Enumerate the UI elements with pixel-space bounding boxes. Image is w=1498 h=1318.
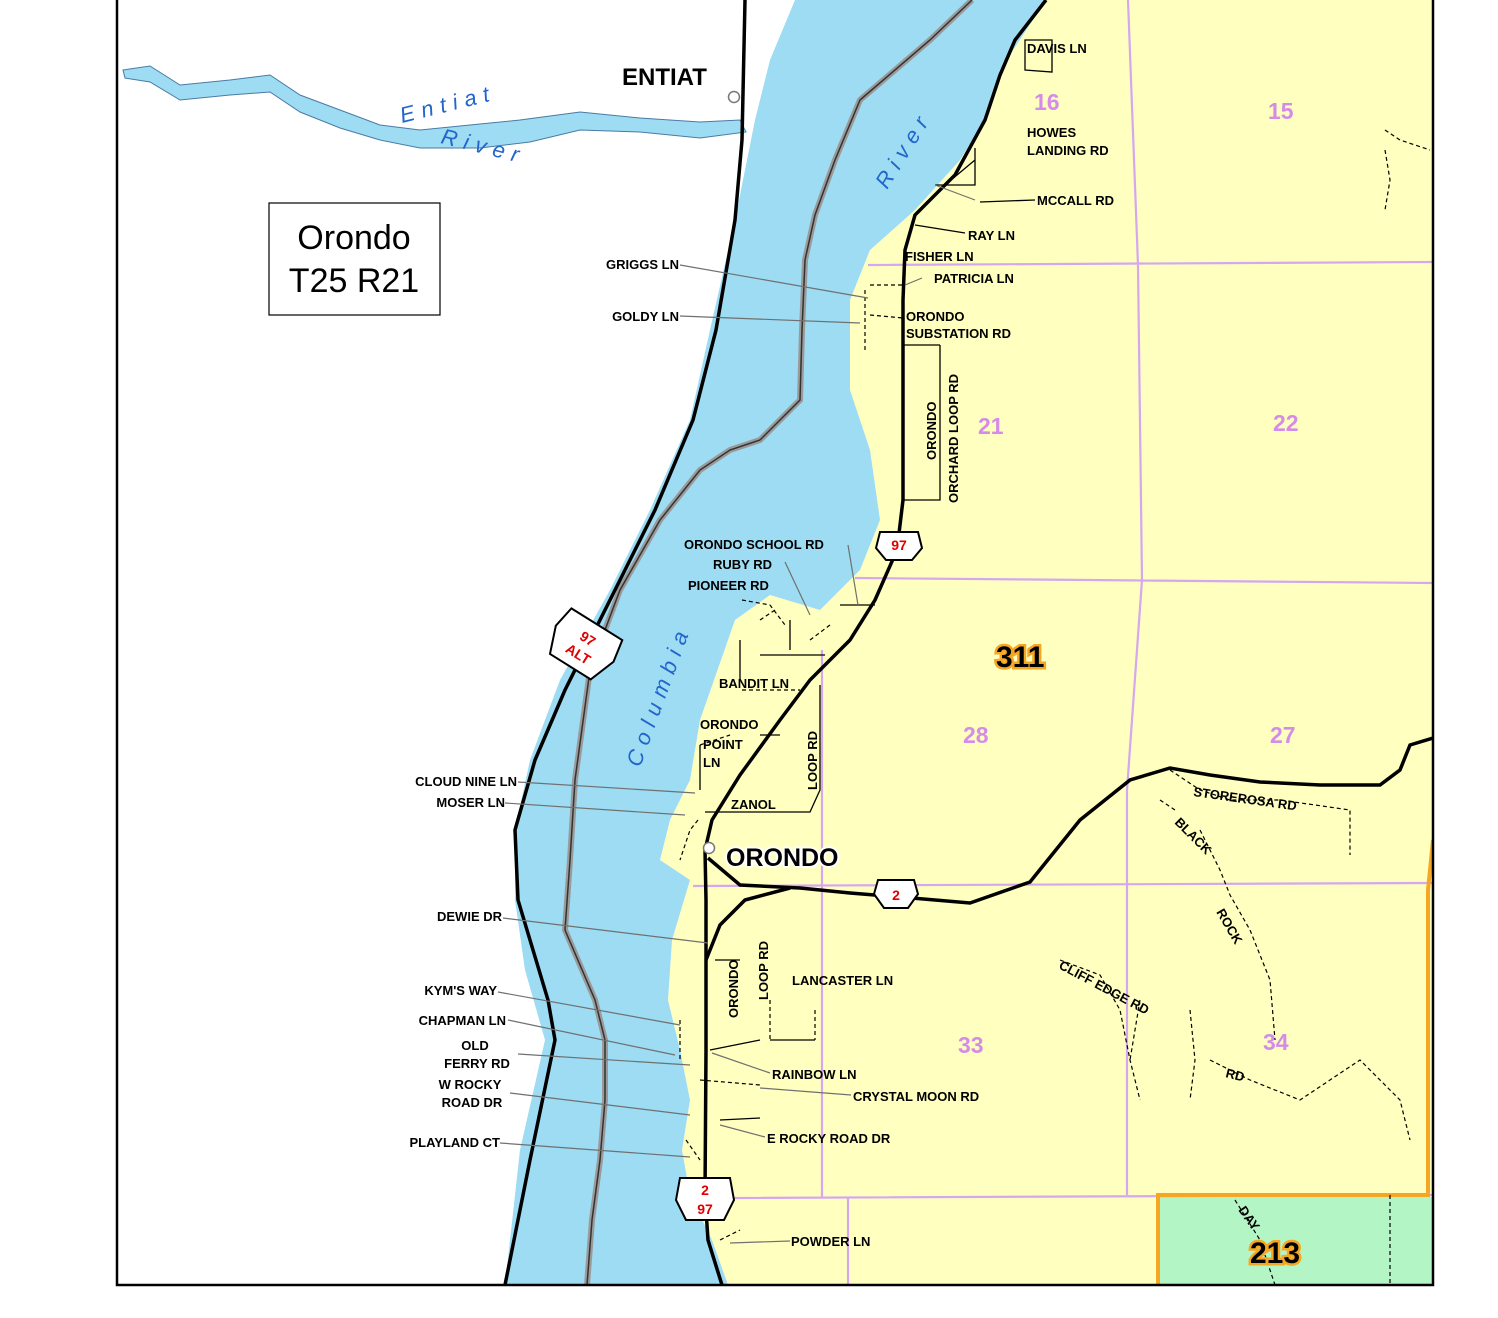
label-e-rocky-road-dr: E ROCKY ROAD DR bbox=[767, 1131, 891, 1146]
title-box bbox=[268, 202, 441, 316]
shield-us-97-number: 97 bbox=[891, 537, 907, 553]
label-howes-1: HOWES bbox=[1027, 125, 1076, 140]
label-loop-rd-north: LOOP RD bbox=[805, 731, 820, 790]
section-lines bbox=[692, 0, 1433, 1285]
label-dewie-dr: DEWIE DR bbox=[437, 909, 503, 924]
section-28: 28 bbox=[963, 722, 989, 748]
shield-us-97-alt[interactable]: 97 ALT bbox=[542, 606, 626, 684]
label-substation-2: SUBSTATION RD bbox=[906, 326, 1011, 341]
label-orchard-1: ORONDO bbox=[924, 402, 939, 461]
highway-2 bbox=[706, 736, 1433, 905]
label-cloud-nine-ln: CLOUD NINE LN bbox=[415, 774, 517, 789]
label-w-rocky-1: W ROCKY bbox=[439, 1077, 502, 1092]
highway-97-alt bbox=[503, 0, 747, 1285]
label-point-2: POINT bbox=[703, 737, 743, 752]
section-21: 21 bbox=[978, 413, 1004, 439]
label-fisher-ln: FISHER LN bbox=[905, 249, 974, 264]
town-entiat: ENTIAT bbox=[622, 64, 707, 91]
section-34: 34 bbox=[1263, 1029, 1289, 1055]
district-boundary bbox=[1156, 839, 1433, 1285]
label-howes-2: LANDING RD bbox=[1027, 143, 1109, 158]
label-pioneer-rd: PIONEER RD bbox=[688, 578, 769, 593]
label-substation-1: ORONDO bbox=[906, 309, 965, 324]
shield-us-2[interactable]: 2 bbox=[872, 879, 920, 909]
label-davis-ln: DAVIS LN bbox=[1027, 41, 1087, 56]
label-point-1: ORONDO bbox=[700, 717, 759, 732]
label-powder-ln: POWDER LN bbox=[791, 1234, 870, 1249]
title-line-1: Orondo bbox=[297, 219, 410, 257]
district-311-area bbox=[660, 0, 1433, 1285]
label-w-rocky-2: ROAD DR bbox=[442, 1095, 503, 1110]
town-orondo: ORONDO bbox=[726, 844, 839, 872]
section-16: 16 bbox=[1034, 89, 1060, 115]
label-playland-ct: PLAYLAND CT bbox=[409, 1135, 500, 1150]
label-old-ferry-1: OLD bbox=[461, 1038, 488, 1053]
section-27: 27 bbox=[1270, 722, 1296, 748]
label-point-3: LN bbox=[703, 755, 720, 770]
label-school-rd: ORONDO SCHOOL RD bbox=[684, 537, 824, 552]
label-lancaster-ln: LANCASTER LN bbox=[792, 973, 893, 988]
local-roads bbox=[699, 39, 1053, 1121]
entiat-river-label-1: Entiat bbox=[397, 80, 498, 128]
label-loop-south-1: ORONDO bbox=[726, 960, 741, 1019]
label-ray-ln: RAY LN bbox=[968, 228, 1015, 243]
district-213: 213 bbox=[1250, 1237, 1300, 1270]
label-bandit-ln: BANDIT LN bbox=[719, 676, 789, 691]
label-patricia-ln: PATRICIA LN bbox=[934, 271, 1014, 286]
label-moser-ln: MOSER LN bbox=[436, 795, 505, 810]
label-black-rock-rd: RD bbox=[1224, 1065, 1246, 1084]
entiat-town-marker[interactable] bbox=[727, 90, 741, 104]
leader-lines bbox=[497, 184, 976, 1244]
label-crystal-moon-rd: CRYSTAL MOON RD bbox=[853, 1089, 979, 1104]
map-frame bbox=[115, 0, 1435, 1287]
section-22: 22 bbox=[1273, 410, 1299, 436]
shield-us-2-97-top: 2 bbox=[701, 1182, 709, 1198]
label-mccall-rd: MCCALL RD bbox=[1037, 193, 1114, 208]
district-311: 311 bbox=[996, 641, 1044, 674]
label-old-ferry-2: FERRY RD bbox=[444, 1056, 510, 1071]
shield-us-97-alt-number: 97 bbox=[577, 628, 599, 650]
section-33: 33 bbox=[958, 1032, 984, 1058]
title-line-2: T25 R21 bbox=[289, 262, 419, 300]
label-orchard-2: ORCHARD LOOP RD bbox=[946, 374, 961, 503]
orondo-town-marker[interactable] bbox=[702, 841, 716, 855]
columbia-river bbox=[505, 0, 1046, 1285]
entiat-river bbox=[122, 65, 747, 149]
shield-us-97[interactable]: 97 bbox=[874, 531, 924, 561]
label-griggs-ln: GRIGGS LN bbox=[606, 257, 679, 272]
highway-97 bbox=[703, 0, 1048, 1285]
label-rainbow-ln: RAINBOW LN bbox=[772, 1067, 857, 1082]
label-goldy-ln: GOLDY LN bbox=[612, 309, 679, 324]
shield-us-2-97[interactable]: 2 97 bbox=[674, 1177, 736, 1221]
label-ruby-rd: RUBY RD bbox=[713, 557, 772, 572]
shield-us-2-number: 2 bbox=[892, 887, 900, 903]
label-kyms-way: KYM'S WAY bbox=[424, 983, 497, 998]
label-chapman-ln: CHAPMAN LN bbox=[419, 1013, 506, 1028]
dashed-roads bbox=[679, 129, 1431, 1285]
shield-us-2-97-bottom: 97 bbox=[697, 1201, 713, 1217]
district-213-area bbox=[1158, 1197, 1433, 1285]
label-loop-south-2: LOOP RD bbox=[756, 941, 771, 1000]
section-15: 15 bbox=[1268, 98, 1294, 124]
label-zanol: ZANOL bbox=[731, 797, 776, 812]
